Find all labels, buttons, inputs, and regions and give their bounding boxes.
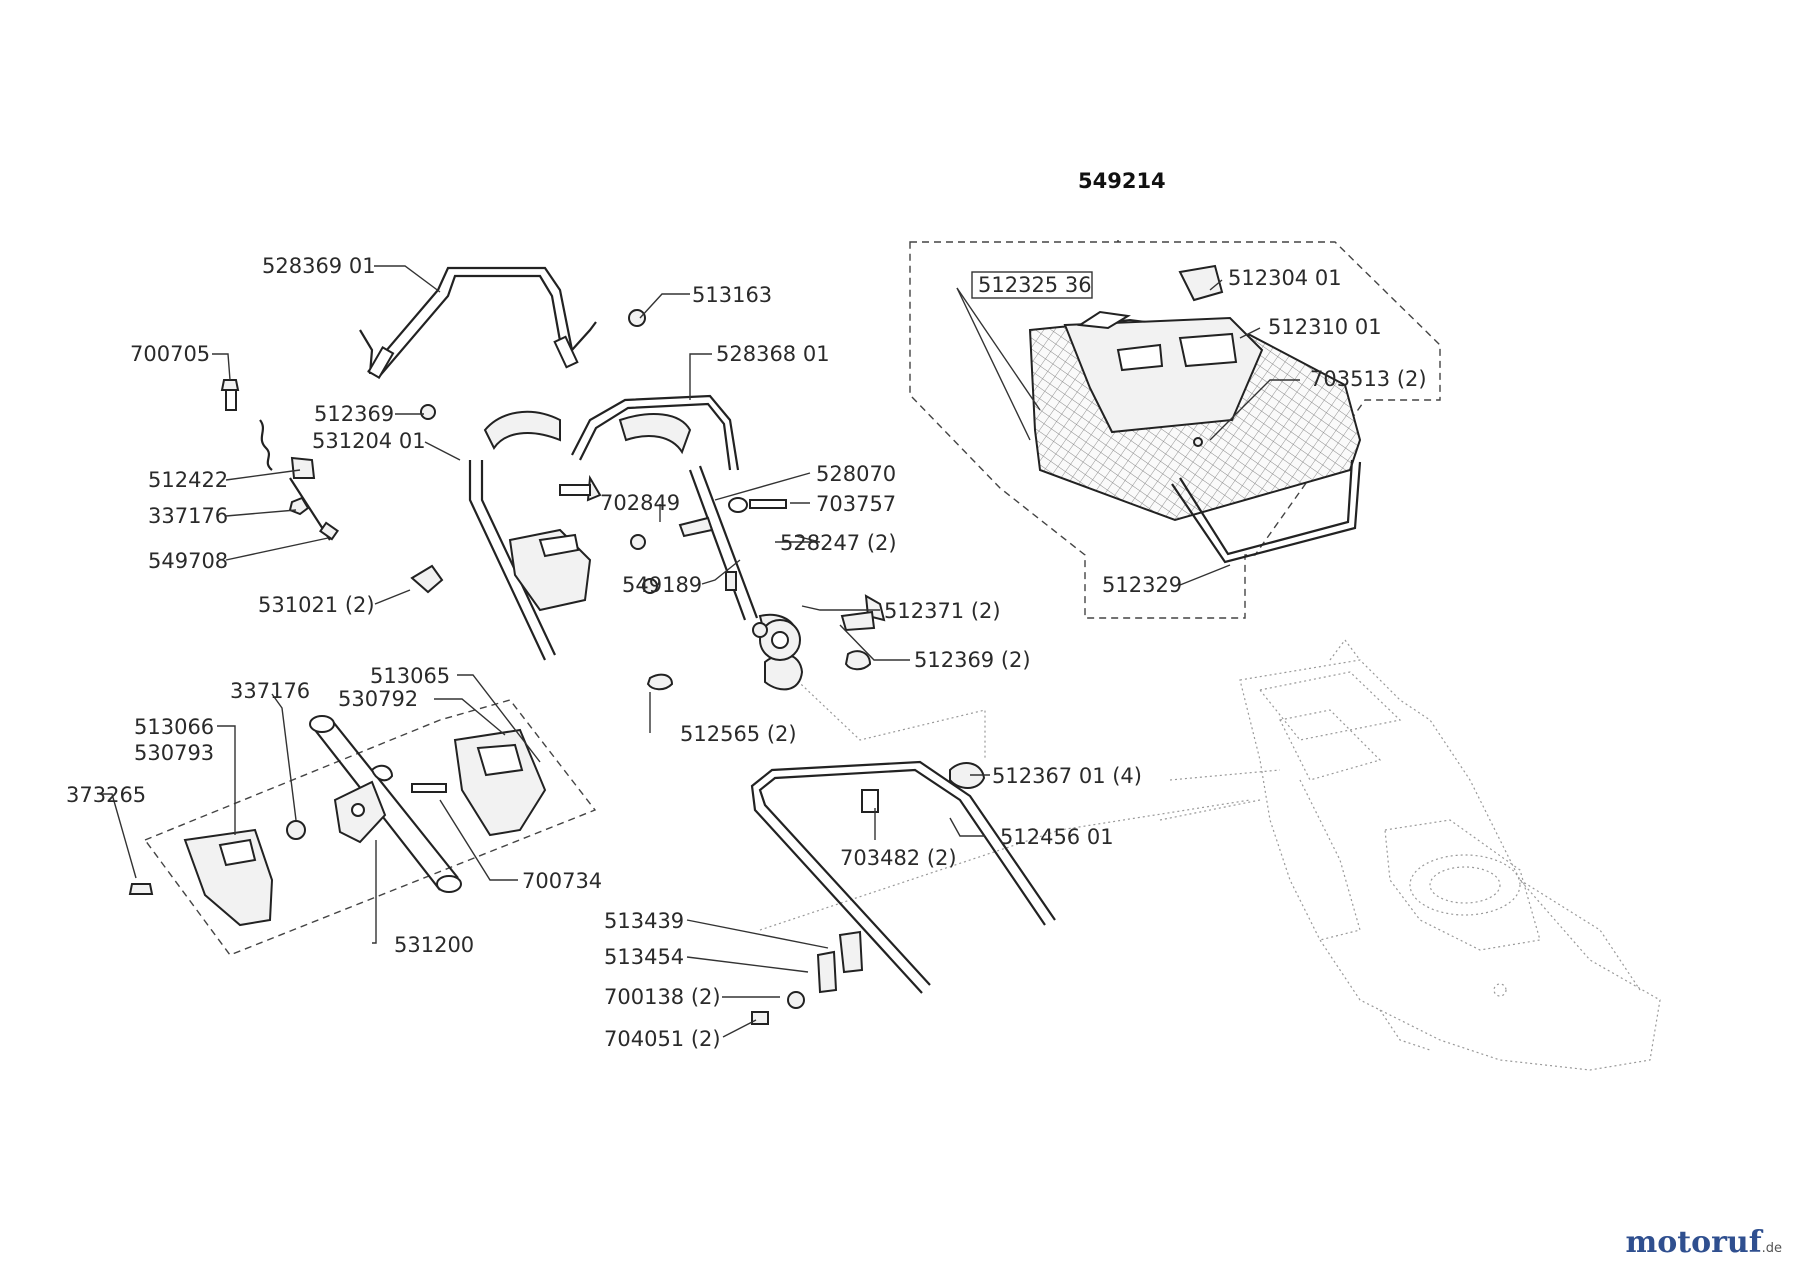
label-700734: 700734 xyxy=(522,869,602,893)
label-512329: 512329 xyxy=(1102,573,1182,597)
label-512369-2: 512369 (2) xyxy=(914,648,1031,672)
grass-catcher-assembly xyxy=(909,241,1441,619)
mower-body-outline xyxy=(1159,639,1661,1071)
label-512422: 512422 xyxy=(148,468,228,492)
brand-name: motoruf xyxy=(1625,1225,1762,1260)
label-512371: 512371 (2) xyxy=(884,599,1001,623)
label-531200: 531200 xyxy=(394,933,474,957)
cable-spring-parts xyxy=(220,309,646,594)
label-513066: 513066 xyxy=(134,715,214,739)
label-512310-01: 512310 01 xyxy=(1268,315,1382,339)
assembly-title: 549214 xyxy=(1078,169,1166,193)
lower-handle-assembly xyxy=(750,760,1056,1025)
label-702849: 702849 xyxy=(600,491,680,515)
label-528070: 528070 xyxy=(816,462,896,486)
height-adjust-assembly xyxy=(128,699,597,956)
leader-lines xyxy=(100,240,1300,1038)
label-549708: 549708 xyxy=(148,549,228,573)
label-513065: 513065 xyxy=(370,664,450,688)
middle-handle-assembly xyxy=(468,394,886,691)
label-700705: 700705 xyxy=(130,342,210,366)
label-528369-01: 528369 01 xyxy=(262,254,376,278)
label-512565: 512565 (2) xyxy=(680,722,797,746)
label-513439: 513439 xyxy=(604,909,684,933)
label-530793: 530793 xyxy=(134,741,214,765)
label-512367-01: 512367 01 (4) xyxy=(992,764,1142,788)
label-703757: 703757 xyxy=(816,492,896,516)
label-528368-01: 528368 01 xyxy=(716,342,830,366)
label-528247: 528247 (2) xyxy=(780,531,897,555)
label-373265: 373265 xyxy=(66,783,146,807)
label-703513: 703513 (2) xyxy=(1310,367,1427,391)
label-531021: 531021 (2) xyxy=(258,593,375,617)
label-700138: 700138 (2) xyxy=(604,985,721,1009)
label-512456-01: 512456 01 xyxy=(1000,825,1114,849)
label-513454: 513454 xyxy=(604,945,684,969)
label-512304-01: 512304 01 xyxy=(1228,266,1342,290)
label-531204-01: 531204 01 xyxy=(312,429,426,453)
label-513163: 513163 xyxy=(692,283,772,307)
upper-handle-bar xyxy=(359,266,597,379)
label-box-512325-36 xyxy=(971,271,1093,299)
label-512369: 512369 xyxy=(314,402,394,426)
label-703482: 703482 (2) xyxy=(840,846,957,870)
label-337176-upper: 337176 xyxy=(148,504,228,528)
label-549189: 549189 xyxy=(622,573,702,597)
label-704051: 704051 (2) xyxy=(604,1027,721,1051)
guide-lines xyxy=(759,649,1251,931)
brand-logo: motoruf.de xyxy=(1625,1225,1782,1260)
label-530792: 530792 xyxy=(338,687,418,711)
part-labels: 549214 512325 36 528369 01 513163 700705… xyxy=(66,169,1427,1051)
label-337176-lower: 337176 xyxy=(230,679,310,703)
label-512325-36: 512325 36 xyxy=(978,273,1092,297)
brand-suffix: .de xyxy=(1761,1241,1782,1256)
